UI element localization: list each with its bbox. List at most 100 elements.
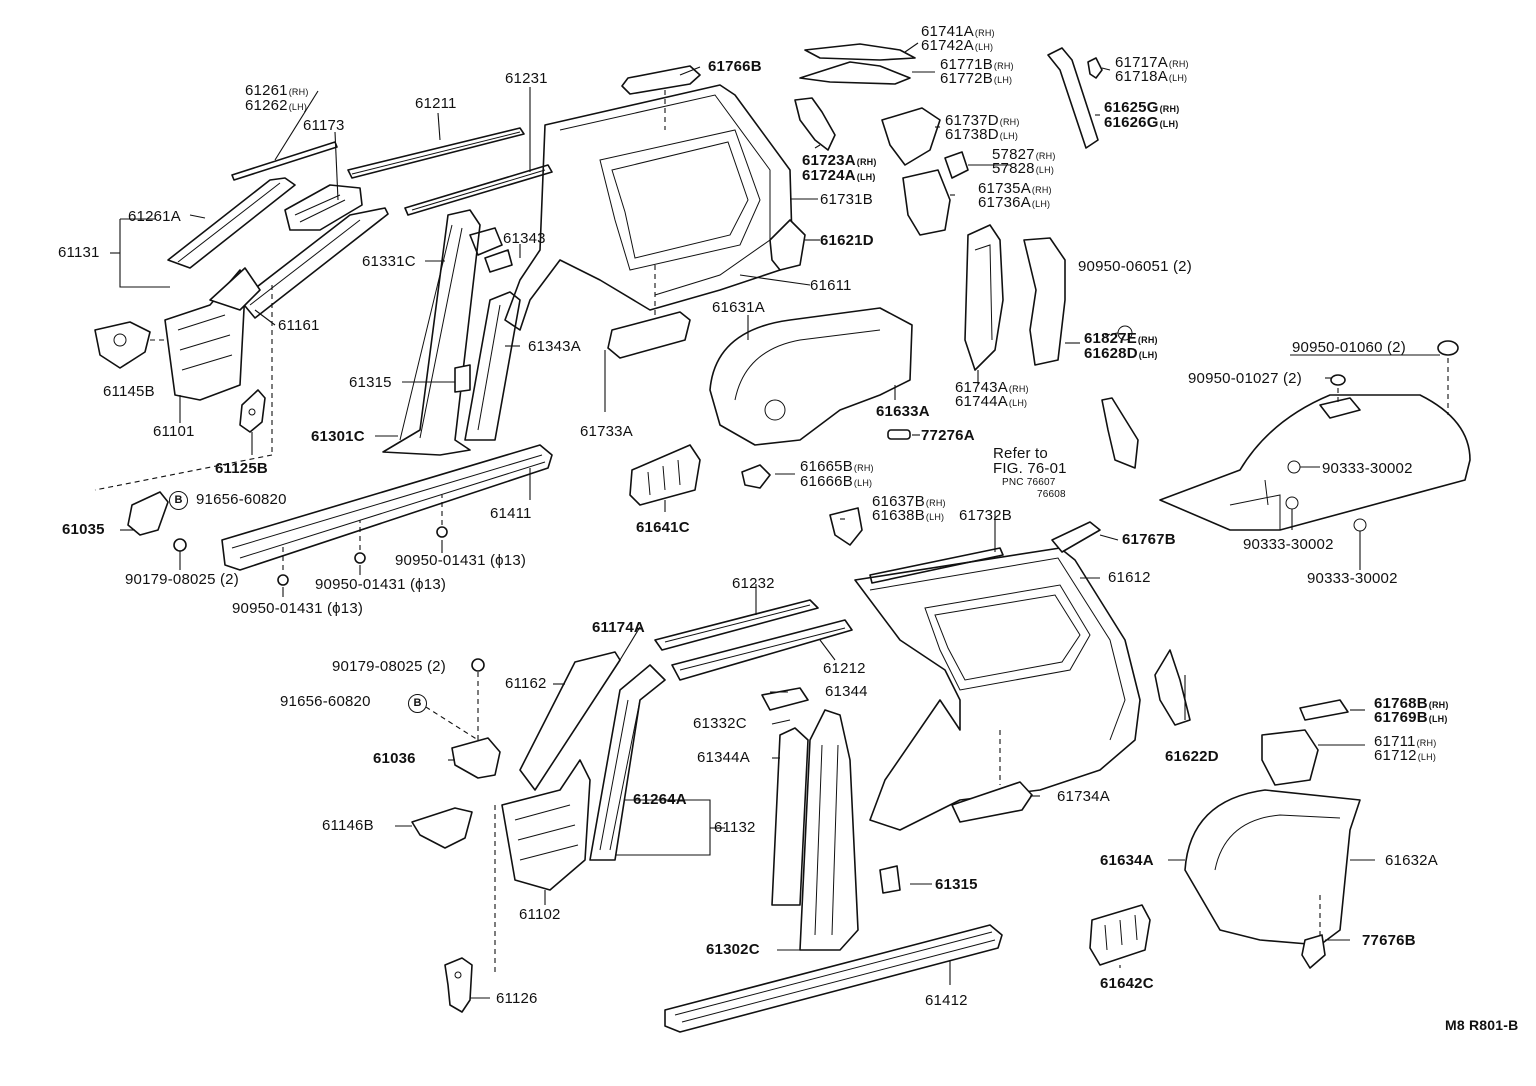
label-90950-06051: 90950-06051 (2): [1078, 258, 1192, 275]
label-61264A: 61264A: [633, 791, 687, 808]
label-61262: 61262(LH): [245, 97, 308, 114]
label-61126: 61126: [496, 990, 538, 1007]
label-61628D: 61628D(LH): [1084, 345, 1158, 362]
label-61633A: 61633A: [876, 403, 930, 420]
brace-61621D: [769, 219, 806, 271]
label-91656-60820-upper: 91656-60820: [196, 491, 287, 508]
label-90950-01431-a: 90950-01431 (ϕ13): [395, 552, 527, 569]
bracket-57827: [944, 151, 969, 179]
label-61723A: 61723A(RH): [802, 152, 877, 169]
label-61261A: 61261A: [128, 208, 181, 225]
label-61315-upper: 61315: [349, 374, 392, 391]
bracket-61766B: [621, 65, 701, 95]
label-61733A: 61733A: [580, 423, 633, 440]
bracket-61145B: [94, 321, 151, 369]
front-pillar-inner-61161: [239, 207, 389, 319]
label-61724A: 61724A(LH): [802, 167, 876, 184]
label-61035: 61035: [62, 521, 105, 538]
label-61631A: 61631A: [712, 299, 765, 316]
label-90333-30002-c: 90333-30002: [1307, 570, 1398, 587]
label-61735A: 61735A(RH): [978, 180, 1052, 197]
label-91656-60820-lower: 91656-60820: [280, 693, 371, 710]
bracket-61173: [284, 184, 363, 231]
rocker-panel-61412: [664, 924, 1003, 1033]
pillar-61743A: [964, 224, 1004, 371]
label-61743A: 61743A(RH): [955, 379, 1029, 396]
front-pillar-outer-61261A: [167, 177, 296, 269]
label-90950-01027: 90950-01027 (2): [1188, 370, 1302, 387]
brace-61622D: [1154, 649, 1191, 726]
label-90179-08025-lower: 90179-08025 (2): [332, 658, 446, 675]
center-pillar-61302C: [799, 709, 859, 951]
label-61332C: 61332C: [693, 715, 747, 732]
gusset-61125B: [239, 389, 266, 433]
bracket-61723A: [794, 97, 836, 151]
label-61732B: 61732B: [959, 507, 1012, 524]
label-61162: 61162: [505, 675, 547, 692]
center-pillar-inner-61344A: [771, 727, 809, 906]
label-61741A: 61741A(RH): [921, 23, 995, 40]
label-61666B: 61666B(LH): [800, 473, 873, 490]
wheel-house-61632A: [1184, 699, 1361, 946]
bracket-61767B: [1051, 521, 1101, 553]
label-61612: 61612: [1108, 569, 1151, 586]
fastener-b-symbol-lower: B: [408, 694, 427, 713]
front-pillar-outer-61162: [519, 651, 621, 791]
reference-note-line1: Refer to: [993, 445, 1048, 462]
label-61611: 61611: [810, 277, 852, 294]
label-61712: 61712(LH): [1374, 747, 1437, 764]
label-61622D: 61622D: [1165, 748, 1219, 765]
reference-note-line2: FIG. 76-01: [993, 460, 1067, 477]
gusset-61126: [444, 957, 473, 1013]
label-61212: 61212: [823, 660, 866, 677]
plate-61315-lower: [879, 865, 901, 894]
label-61625G: 61625G(RH): [1104, 99, 1180, 116]
plug-77276A: [887, 429, 911, 440]
rail-61741A: [804, 43, 916, 61]
label-61161: 61161: [278, 317, 320, 334]
front-pillar-inner-61264A: [589, 664, 666, 861]
label-61211: 61211: [415, 95, 457, 112]
bracket-61637B: [829, 507, 863, 546]
reference-note-line3: PNC 76607: [1002, 477, 1056, 488]
rail-61771B: [799, 61, 911, 85]
label-61737D: 61737D(RH): [945, 112, 1020, 129]
label-61343: 61343: [503, 230, 546, 247]
label-61101: 61101: [153, 423, 195, 440]
label-61731B: 61731B: [820, 191, 873, 208]
label-61718A: 61718A(LH): [1115, 68, 1188, 85]
roof-side-rail-61261: [231, 141, 338, 181]
label-57827: 57827(RH): [992, 146, 1056, 163]
pillar-61625G: [1047, 47, 1099, 149]
label-61738D: 61738D(LH): [945, 126, 1019, 143]
quarter-panel-61611: [504, 84, 793, 331]
plate-61641C: [629, 444, 701, 506]
bracket-61717A: [1087, 57, 1103, 79]
label-61717A: 61717A(RH): [1115, 54, 1189, 71]
center-pillar-inner-61343A: [464, 291, 521, 441]
label-90179-08025-upper: 90179-08025 (2): [125, 571, 239, 588]
fastener-b-symbol-upper: B: [169, 491, 188, 510]
bracket-61734A: [951, 781, 1033, 823]
front-pillar-61102: [501, 759, 591, 891]
label-90333-30002-a: 90333-30002: [1322, 460, 1413, 477]
label-61742A: 61742A(LH): [921, 37, 994, 54]
label-61232: 61232: [732, 575, 775, 592]
label-61131: 61131: [58, 244, 100, 261]
rocker-panel-61411: [221, 444, 553, 571]
label-61638B: 61638B(LH): [872, 507, 945, 524]
label-61827E: 61827E(RH): [1084, 330, 1158, 347]
label-61634A: 61634A: [1100, 852, 1154, 869]
center-pillar-61301C: [382, 209, 513, 456]
label-57828: 57828(LH): [992, 160, 1055, 177]
label-61766B: 61766B: [708, 58, 762, 75]
rail-61732B: [869, 547, 1004, 584]
tank-area: [1159, 394, 1471, 531]
label-61711: 61711(RH): [1374, 733, 1437, 750]
label-61769B: 61769B(LH): [1374, 709, 1448, 726]
label-61125B: 61125B: [215, 460, 268, 477]
pillar-61827E: [1023, 237, 1066, 366]
roof-rail-61211: [347, 127, 525, 179]
label-61173: 61173: [303, 117, 345, 134]
wheel-house-61631A: [709, 307, 913, 489]
